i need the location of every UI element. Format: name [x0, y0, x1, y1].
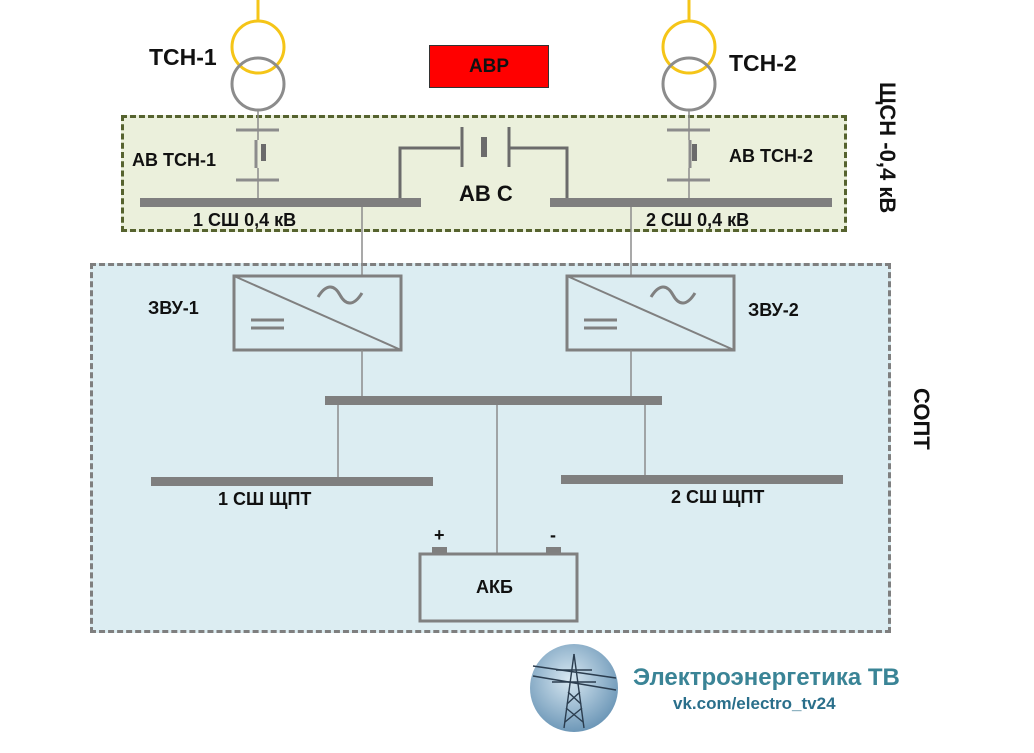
- av-s-label: АВ С: [459, 181, 513, 206]
- battery-plus-label: +: [434, 525, 445, 545]
- bus-2-shpt-label: 2 СШ ЩПТ: [671, 487, 765, 507]
- battery-minus-label: -: [550, 525, 556, 545]
- bus-2-shpt: [561, 475, 843, 484]
- battery-akb-icon: [418, 547, 579, 623]
- avr-indicator: АВР: [429, 45, 549, 88]
- bus-1-04kv: [140, 198, 421, 207]
- bus-1-shpt-label: 1 СШ ЩПТ: [218, 489, 312, 509]
- bus-2-04kv: [550, 198, 832, 207]
- av-tsn1-label: АВ ТСН-1: [132, 150, 216, 170]
- breaker-av-s-icon: [398, 127, 569, 198]
- transformer-tsn2-icon: [661, 0, 717, 112]
- zone-shn-04kv: [121, 115, 847, 232]
- power-tower-icon: [530, 644, 618, 732]
- transformer-tsn1-icon: [230, 0, 286, 112]
- dc-main-bus: [325, 396, 662, 405]
- bus-2-04kv-label: 2 СШ 0,4 кВ: [646, 210, 750, 230]
- zvu2-label: ЗВУ-2: [748, 300, 799, 320]
- akb-label: АКБ: [476, 577, 513, 597]
- charger-zvu2-icon: [565, 274, 736, 352]
- tsn2-label: ТСН-2: [729, 50, 797, 76]
- tsn1-label: ТСН-1: [149, 44, 217, 70]
- charger-zvu1-icon: [232, 274, 403, 352]
- zone-sopt-label: СОПТ: [909, 388, 934, 450]
- zone-shn-label: ЩСН -0,4 кВ: [875, 82, 900, 214]
- zvu1-label: ЗВУ-1: [148, 298, 199, 318]
- breaker-av-tsn1-icon: [236, 110, 279, 198]
- breaker-av-tsn2-icon: [667, 110, 710, 198]
- logo-url: vk.com/electro_tv24: [673, 694, 836, 713]
- logo-title: Электроэнергетика ТВ: [633, 664, 900, 691]
- bus-1-04kv-label: 1 СШ 0,4 кВ: [193, 210, 297, 230]
- zone-sopt: [90, 263, 891, 633]
- bus-1-shpt: [151, 477, 433, 486]
- av-tsn2-label: АВ ТСН-2: [729, 146, 813, 166]
